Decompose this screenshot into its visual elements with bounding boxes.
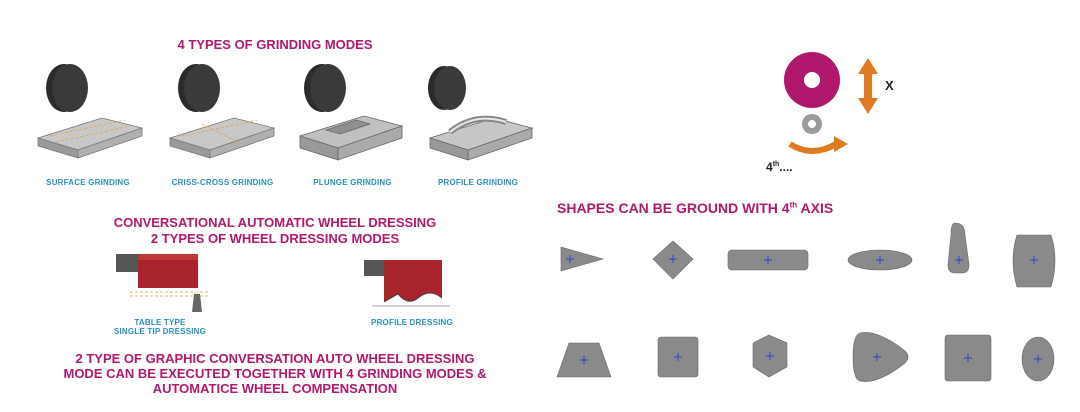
triangle-shape: [560, 246, 605, 272]
table-type-dressing-illustration: [110, 252, 220, 316]
summary-line3: AUTOMATICE WHEEL COMPENSATION: [152, 381, 398, 396]
summary-line1: 2 TYPE OF GRAPHIC CONVERSATION AUTO WHEE…: [75, 351, 475, 366]
dressing-title-line2: 2 TYPES OF WHEEL DRESSING MODES: [150, 231, 400, 246]
ground-shapes-grid: [555, 215, 1070, 395]
table-type-label-line2: SINGLE TIP DRESSING: [113, 327, 207, 336]
fourth-axis-diagram: [770, 48, 890, 178]
fourth-axis-label: 4th....: [766, 160, 793, 174]
teardrop-shape: [947, 222, 970, 274]
shapes-title: SHAPES CAN BE GROUND WITH 4th AXIS: [557, 200, 834, 216]
profile-grinding-label: PROFILE GRINDING: [437, 178, 519, 187]
rotation-arrow-icon: [788, 141, 838, 154]
surface-grinding-label: SURFACE GRINDING: [46, 178, 130, 187]
profile-dressing-illustration: [362, 258, 452, 310]
table-type-label-line1: TABLE TYPE: [134, 318, 186, 327]
plunge-grinding-illustration: [290, 58, 410, 168]
plunge-grinding-label: PLUNGE GRINDING: [313, 178, 392, 187]
x-axis-arrow-icon: [858, 58, 878, 114]
grinding-title: 4 TYPES OF GRINDING MODES: [177, 37, 373, 52]
surface-grinding-illustration: [30, 58, 150, 168]
criss-cross-grinding-illustration: [162, 58, 282, 168]
summary-line2: MODE CAN BE EXECUTED TOGETHER WITH 4 GRI…: [63, 366, 487, 381]
profile-grinding-illustration: [420, 62, 540, 168]
x-axis-label: X: [885, 78, 894, 93]
criss-cross-grinding-label: CRISS-CROSS GRINDING: [171, 178, 274, 187]
dressing-title-line1: CONVERSATIONAL AUTOMATIC WHEEL DRESSING: [113, 215, 437, 230]
profile-dressing-label: PROFILE DRESSING: [371, 318, 453, 327]
